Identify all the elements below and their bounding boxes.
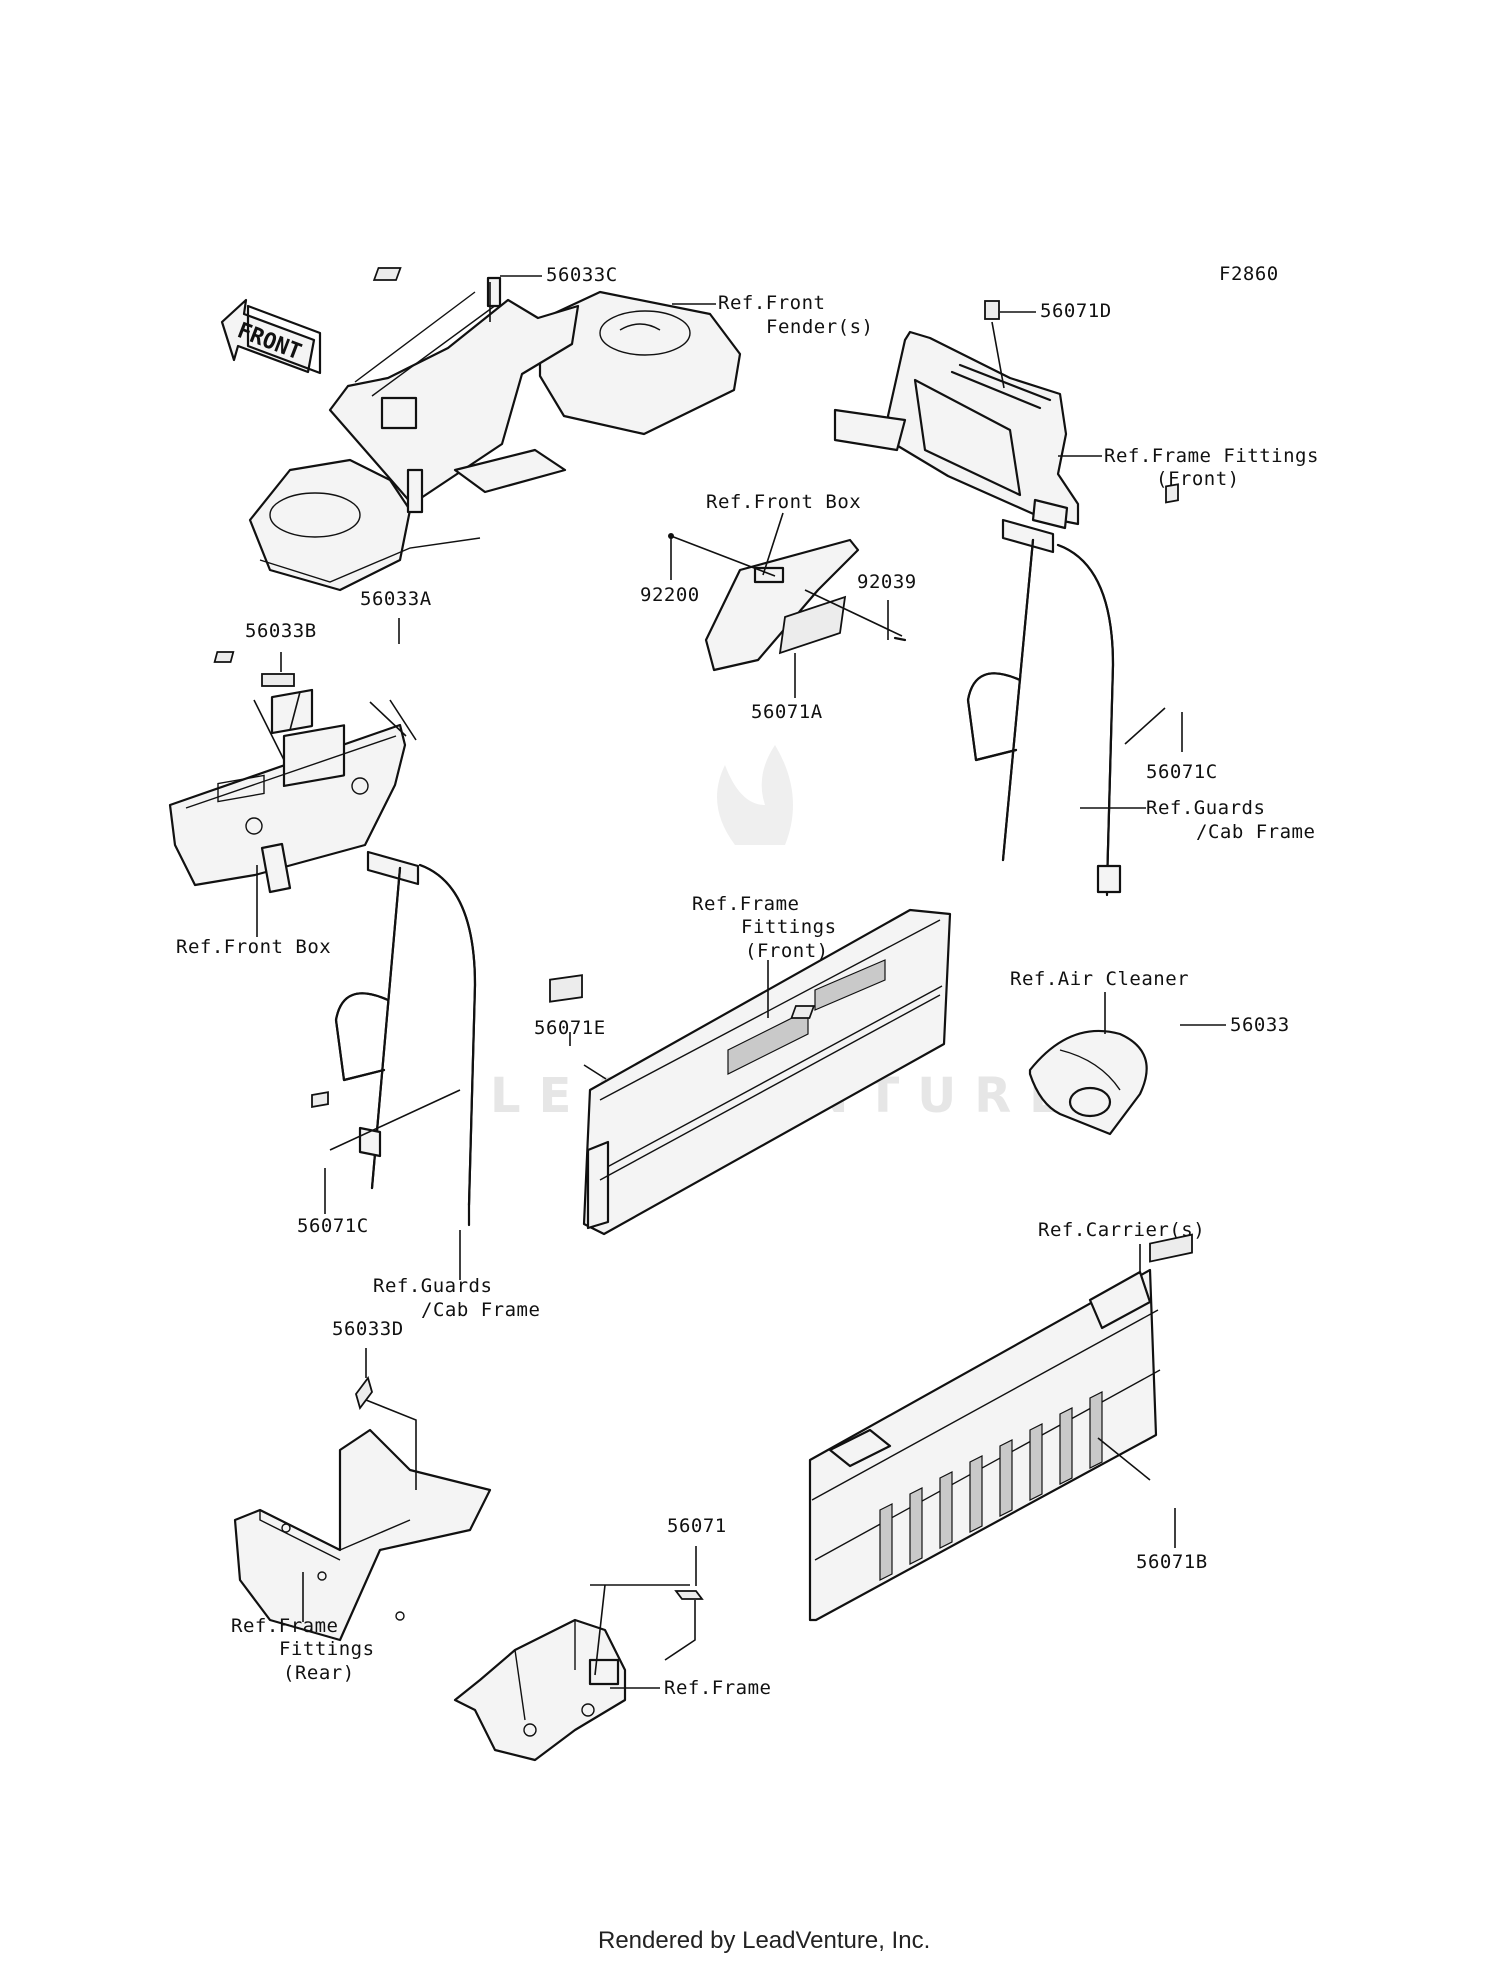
rear-carrier-gate [808, 1268, 1161, 1622]
decal-56071D [984, 300, 1000, 320]
label-56071B: 56071B [1136, 1551, 1208, 1573]
label-ref-guards-right-2: /Cab Frame [1196, 821, 1315, 843]
label-56071C-right: 56071C [1146, 761, 1218, 783]
decal-56071C-right [1165, 483, 1179, 504]
front-box-lid [704, 538, 860, 672]
label-56033C: 56033C [546, 264, 618, 286]
label-56033A: 56033A [360, 588, 432, 610]
frame-fittings-front-long [582, 908, 952, 1236]
label-ref-front-box-b: Ref.Front Box [176, 936, 331, 958]
decal-56071C-left [311, 1091, 329, 1109]
label-ref-air-cleaner: Ref.Air Cleaner [1010, 968, 1189, 990]
front-direction-arrow: FRONT [220, 298, 322, 375]
rear-frame-hitch [453, 1618, 627, 1762]
label-92039: 92039 [857, 571, 917, 593]
carrier-ribs [879, 1391, 1103, 1581]
label-ref-front-fender-2: Fender(s) [766, 316, 873, 338]
footer-credit: Rendered by LeadVenture, Inc. [598, 1927, 930, 1954]
label-ref-frame-fittings-front-b2: Fittings [741, 916, 837, 938]
cab-frame-guard-right [966, 518, 1122, 897]
figure-code: F2860 [1219, 263, 1279, 285]
label-56071D: 56071D [1040, 300, 1112, 322]
label-ref-frame: Ref.Frame [664, 1677, 771, 1699]
decal-56033A [213, 651, 235, 663]
label-ref-guards-left-1: Ref.Guards [373, 1275, 492, 1297]
label-92200: 92200 [640, 584, 700, 606]
label-56071E: 56071E [534, 1017, 606, 1039]
label-56071C-left: 56071C [297, 1215, 369, 1237]
label-56071: 56071 [667, 1515, 727, 1537]
decal-56033 [790, 1005, 816, 1019]
cab-frame-guard-left [334, 850, 477, 1227]
decal-56033C [372, 267, 402, 281]
decal-56033D [355, 1376, 373, 1410]
label-ref-carrier: Ref.Carrier(s) [1038, 1219, 1205, 1241]
label-56033D: 56033D [332, 1318, 404, 1340]
frame-fittings-front-top [833, 330, 1080, 530]
air-cleaner-duct [1028, 1029, 1148, 1136]
frame-fittings-rear [233, 1428, 492, 1642]
label-ref-guards-right-1: Ref.Guards [1146, 797, 1265, 819]
label-ref-frame-fittings-front-b3: (Front) [745, 940, 829, 962]
front-fender-floor-assembly [248, 276, 742, 592]
label-ref-front-box-a: Ref.Front Box [706, 491, 861, 513]
label-ref-frame-fittings-front-a1: Ref.Frame Fittings [1104, 445, 1319, 467]
label-56033B: 56033B [245, 620, 317, 642]
label-ref-guards-left-2: /Cab Frame [421, 1299, 540, 1321]
label-ref-front-fender-1: Ref.Front [718, 292, 825, 314]
decal-56033B [261, 673, 295, 687]
decal-56071B [1149, 1233, 1193, 1263]
label-ref-frame-fittings-front-b1: Ref.Frame [692, 893, 799, 915]
front-dash-panel [168, 688, 407, 894]
label-ref-frame-fittings-rear-2: Fittings [279, 1638, 375, 1660]
label-ref-frame-fittings-rear-3: (Rear) [283, 1662, 355, 1684]
label-56071A: 56071A [751, 701, 823, 723]
decal-56071E [549, 974, 583, 1003]
label-56033: 56033 [1230, 1014, 1290, 1036]
decal-56071 [674, 1590, 704, 1600]
label-ref-frame-fittings-rear-1: Ref.Frame [231, 1615, 338, 1637]
